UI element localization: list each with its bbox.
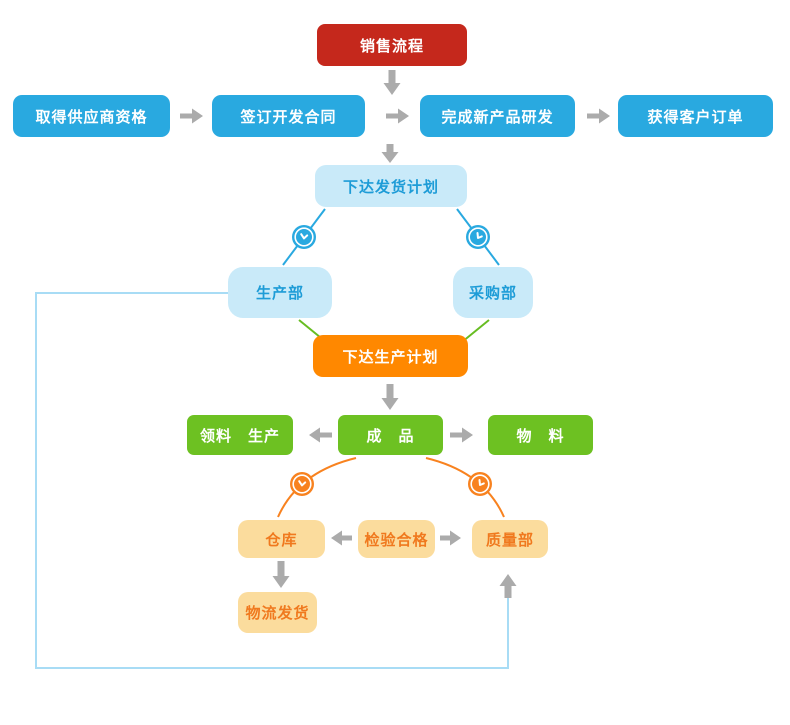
clock-icon	[466, 225, 490, 249]
arrow-left-icon	[331, 530, 352, 546]
node-sales-process: 销售流程	[317, 24, 467, 66]
arrow-right-icon	[440, 530, 461, 546]
arrow-down-icon	[272, 561, 290, 588]
node-inspection-pass: 检验合格	[358, 520, 435, 558]
arrow-down-icon	[383, 70, 401, 95]
arrow-left-icon	[309, 427, 332, 443]
feedback-loop-line	[35, 292, 509, 669]
node-production-dept: 生产部	[228, 267, 332, 318]
arrow-right-icon	[450, 427, 473, 443]
node-finished-goods: 成 品	[338, 415, 443, 455]
arrow-down-icon	[381, 144, 399, 163]
node-purchasing-dept: 采购部	[453, 267, 533, 318]
node-warehouse: 仓库	[238, 520, 325, 558]
node-new-product-rd: 完成新产品研发	[420, 95, 575, 137]
node-material-production: 领料 生产	[187, 415, 293, 455]
arrow-right-icon	[180, 108, 203, 124]
node-materials: 物 料	[488, 415, 593, 455]
node-logistics-shipping: 物流发货	[238, 592, 317, 633]
clock-icon	[468, 472, 492, 496]
arrow-down-icon	[381, 384, 399, 410]
arrow-right-icon	[386, 108, 409, 124]
connector-line	[425, 457, 505, 518]
connector-line	[277, 457, 357, 518]
node-quality-dept: 质量部	[472, 520, 548, 558]
connector-line	[461, 319, 490, 343]
clock-icon	[290, 472, 314, 496]
node-customer-order: 获得客户订单	[618, 95, 773, 137]
node-supplier-qualification: 取得供应商资格	[13, 95, 170, 137]
node-shipping-plan: 下达发货计划	[315, 165, 467, 207]
clock-icon	[292, 225, 316, 249]
node-production-plan: 下达生产计划	[313, 335, 468, 377]
arrow-up-icon	[499, 574, 517, 598]
arrow-right-icon	[587, 108, 610, 124]
node-development-contract: 签订开发合同	[212, 95, 365, 137]
